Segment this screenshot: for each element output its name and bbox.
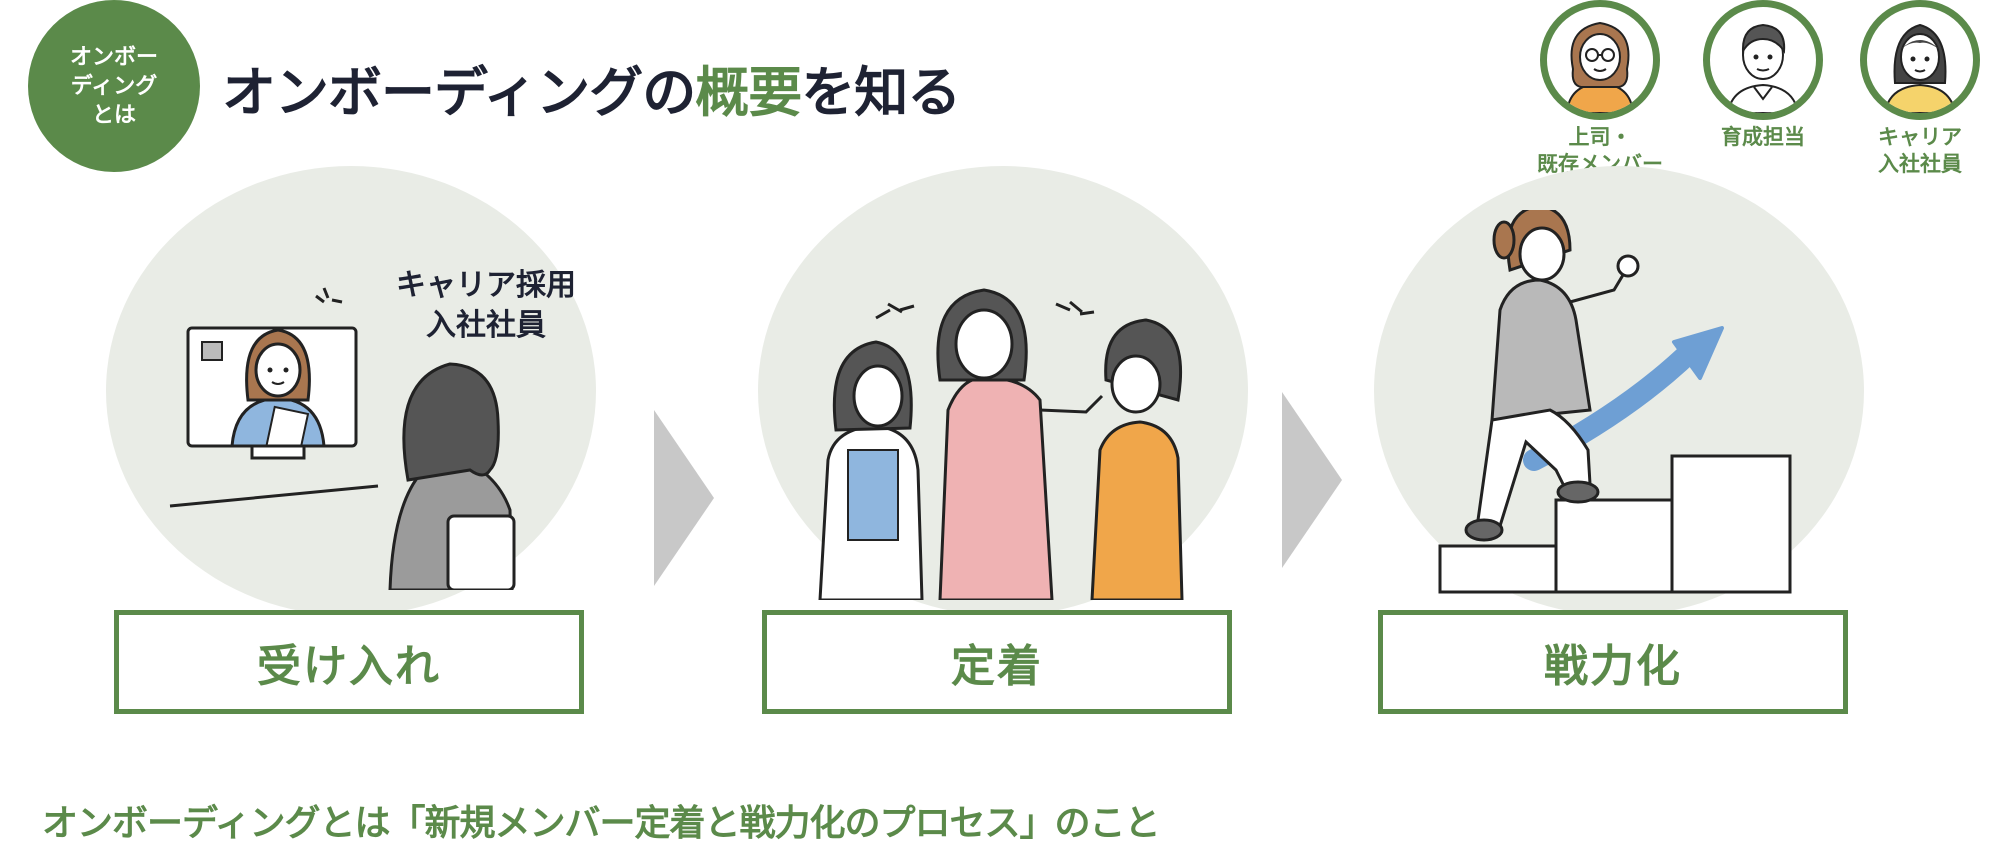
role-manager: 上司・ 既存メンバー <box>1520 0 1680 178</box>
role-trainer-label-line-1: 育成担当 <box>1721 125 1805 149</box>
growth-stairs-illustration <box>1438 210 1792 594</box>
trainer-avatar-icon <box>1703 0 1823 120</box>
summary-text: オンボーディングとは「新規メンバー定着と戦力化のプロセス」のこと <box>42 803 1160 844</box>
role-new-hire-label-line-1: キャリア <box>1878 125 1962 149</box>
role-manager-label-line-1: 上司・ <box>1568 125 1632 149</box>
role-new-hire: キャリア 入社社員 <box>1840 0 2000 178</box>
callout-line-1: キャリア採用 <box>396 268 576 303</box>
role-trainer-label: 育成担当 <box>1683 124 1843 151</box>
stage-3-label: 戦力化 <box>1544 641 1682 692</box>
page-title: オンボーディングの概要を知る <box>222 48 961 127</box>
stairs-icon <box>1438 454 1792 594</box>
onboarding-badge: オンボー ディング とは <box>28 0 200 172</box>
role-new-hire-label: キャリア 入社社員 <box>1840 124 2000 178</box>
callout-line-2: 入社社員 <box>426 308 546 343</box>
role-trainer: 育成担当 <box>1683 0 1843 151</box>
badge-line-1: オンボー <box>69 44 158 70</box>
stage-2-label-box: 定着 <box>762 610 1232 714</box>
chevron-right-icon <box>654 410 714 586</box>
title-suffix: を知る <box>801 61 961 124</box>
badge-line-2: ディング <box>70 73 158 99</box>
role-new-hire-label-line-2: 入社社員 <box>1878 152 1962 176</box>
stage-1-label: 受け入れ <box>257 641 441 692</box>
chevron-right-icon <box>1282 392 1342 568</box>
stage-1-label-box: 受け入れ <box>114 610 584 714</box>
stage-3-label-box: 戦力化 <box>1378 610 1848 714</box>
manager-avatar-icon <box>1540 0 1660 120</box>
team-conversation-illustration <box>818 288 1184 600</box>
new-hire-avatar-icon <box>1860 0 1980 120</box>
title-accent: 概要 <box>695 61 802 124</box>
new-hire-callout: キャリア採用 入社社員 <box>396 266 576 346</box>
title-prefix: オンボーディングの <box>222 61 696 124</box>
badge-line-3: とは <box>91 102 136 128</box>
video-interview-illustration <box>169 287 516 590</box>
stage-2-label: 定着 <box>951 641 1043 692</box>
